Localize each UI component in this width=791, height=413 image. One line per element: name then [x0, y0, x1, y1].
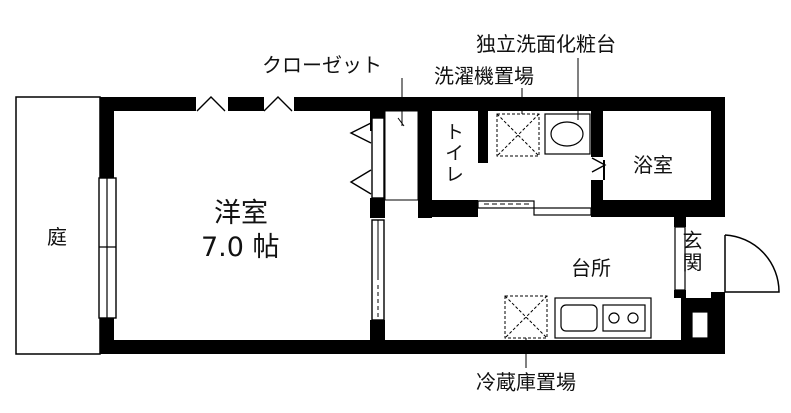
closet-window-marks [196, 96, 293, 112]
room-sliding-door [371, 219, 385, 321]
vanity [544, 113, 591, 155]
leader-lines [401, 58, 579, 368]
vanity-label: 独立洗面化粧台 [476, 32, 616, 56]
western-room-size: 7.0 帖 [201, 232, 280, 263]
bath-door [591, 157, 607, 180]
kitchen-label: 台所 [571, 256, 611, 280]
toilet-sliding-door [477, 200, 592, 217]
kitchen-counter [554, 297, 652, 339]
western-room-label: 洋室 [214, 198, 268, 229]
garden-label: 庭 [47, 225, 67, 249]
closet-label: クローゼット [262, 53, 382, 77]
fridge-space-label: 冷蔵庫置場 [476, 370, 576, 394]
entrance [674, 217, 780, 339]
closet-doors [349, 110, 419, 201]
fridge-space [504, 295, 548, 339]
washer-space-label: 洗濯機置場 [434, 64, 534, 88]
toilet-label: トイレ [442, 122, 464, 185]
garden-window [98, 177, 117, 319]
bath-label: 浴室 [633, 153, 673, 177]
washer-space [496, 113, 540, 157]
garden-area [15, 96, 101, 355]
entrance-label: 玄関 [679, 230, 703, 274]
